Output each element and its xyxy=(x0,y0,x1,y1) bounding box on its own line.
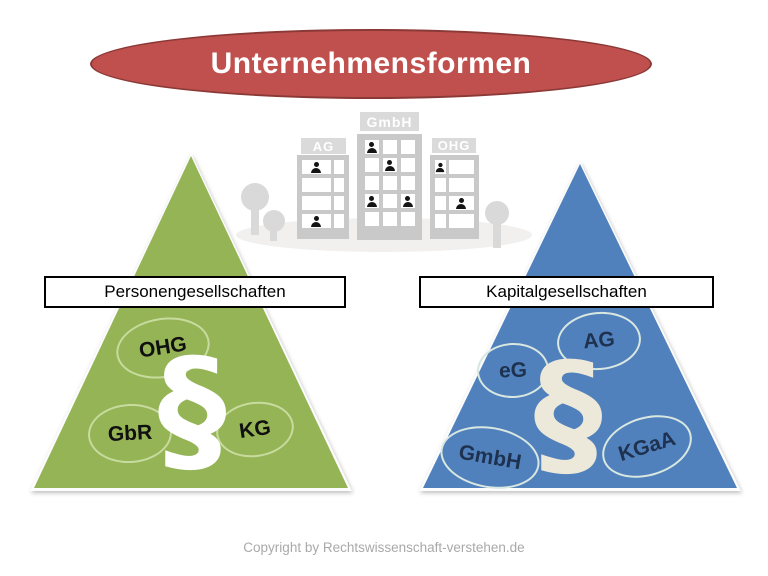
window xyxy=(400,212,415,226)
building-windows xyxy=(357,134,422,226)
window xyxy=(448,214,474,228)
window xyxy=(302,178,331,192)
building-windows xyxy=(297,155,349,228)
kapital-label: Kapitalgesellschaften xyxy=(486,282,647,301)
building-windows xyxy=(430,155,479,228)
kapital-triangle xyxy=(419,161,741,491)
window xyxy=(400,194,415,208)
tree-crown xyxy=(241,183,269,211)
window xyxy=(364,194,379,208)
window xyxy=(400,158,415,172)
person-icon xyxy=(366,195,377,207)
section-symbol-personen: § xyxy=(157,329,227,490)
tree-trunk xyxy=(251,207,259,235)
building-ag xyxy=(297,155,349,239)
personen-label-box: Personengesellschaften xyxy=(44,276,346,308)
window xyxy=(435,196,446,210)
window xyxy=(435,178,446,192)
person-icon xyxy=(384,159,395,171)
window xyxy=(333,178,344,192)
window xyxy=(448,160,474,174)
person-icon xyxy=(311,215,322,227)
person-icon xyxy=(402,195,413,207)
window xyxy=(448,178,474,192)
window xyxy=(364,158,379,172)
tree-icon xyxy=(485,201,509,248)
tree-crown xyxy=(485,201,509,225)
window xyxy=(364,140,379,154)
building-label-ag: AG xyxy=(301,138,346,154)
page-title: Unternehmensformen xyxy=(210,47,532,80)
building-label-ohg: OHG xyxy=(432,138,476,153)
window xyxy=(400,140,415,154)
person-icon xyxy=(456,197,467,209)
person-icon xyxy=(436,162,445,172)
tree-icon xyxy=(263,210,285,241)
section-symbol-kapital: § xyxy=(533,333,603,494)
building-label-text: GmbH xyxy=(366,113,413,130)
window xyxy=(364,176,379,190)
title-ellipse: Unternehmensformen xyxy=(90,29,652,99)
person-icon xyxy=(311,161,322,173)
building-label-text: AG xyxy=(312,138,335,154)
window xyxy=(333,196,344,210)
oval-label: KGaA xyxy=(615,426,679,466)
window xyxy=(382,176,397,190)
window xyxy=(333,214,344,228)
tree-crown xyxy=(263,210,285,232)
building-gmbh xyxy=(357,134,422,240)
building-ohg xyxy=(430,155,479,239)
window xyxy=(302,160,331,174)
person-icon xyxy=(366,141,377,153)
window xyxy=(364,212,379,226)
oval-label: GmbH xyxy=(457,440,524,474)
copyright-text: Copyright by Rechtswissenschaft-verstehe… xyxy=(243,540,525,555)
window xyxy=(382,194,397,208)
tree-icon xyxy=(241,183,269,235)
window xyxy=(435,214,446,228)
tree-trunk xyxy=(493,222,501,248)
window xyxy=(435,160,446,174)
window xyxy=(302,214,331,228)
window xyxy=(382,212,397,226)
kapital-label-box: Kapitalgesellschaften xyxy=(419,276,714,308)
window xyxy=(333,160,344,174)
window xyxy=(400,176,415,190)
personen-triangle xyxy=(30,153,352,491)
personen-label: Personengesellschaften xyxy=(104,282,286,301)
window xyxy=(382,140,397,154)
building-label-text: OHG xyxy=(437,138,471,153)
tree-trunk xyxy=(270,229,277,241)
window xyxy=(382,158,397,172)
window xyxy=(302,196,331,210)
building-label-gmbh: GmbH xyxy=(360,112,419,131)
window xyxy=(448,196,474,210)
oval-label: KG xyxy=(237,415,273,443)
